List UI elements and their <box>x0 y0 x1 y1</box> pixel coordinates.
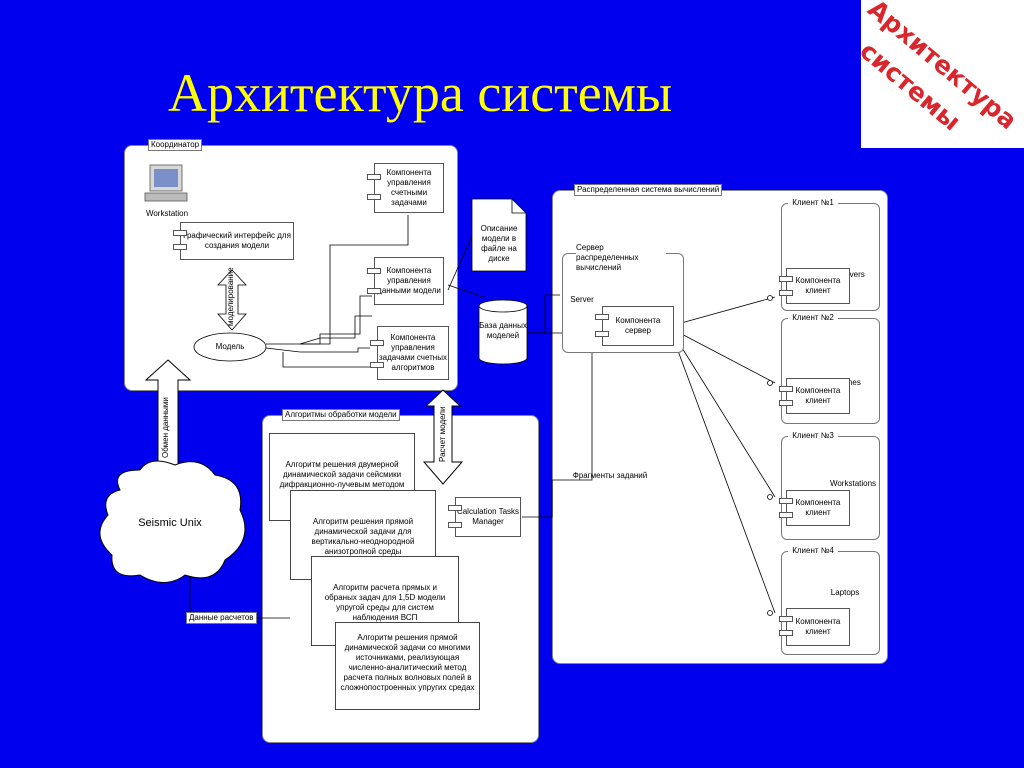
ctm-tab-1 <box>448 505 462 511</box>
client-3-device: Workstations <box>829 479 877 488</box>
workstation-label: Workstation <box>145 209 189 218</box>
client-2-title: Клиент №2 <box>788 313 838 323</box>
algorithms-title: Алгоритмы обработки модели <box>282 409 400 421</box>
server-title: Сервер распределенных вычислений <box>576 243 666 273</box>
client-2-tab-2 <box>779 400 793 406</box>
client-2-tab-1 <box>779 386 793 392</box>
calc-data-label: Данные расчетов <box>186 612 257 624</box>
database-label: База данных моделей <box>479 321 527 340</box>
comp-server-tab-1 <box>595 314 609 320</box>
comp-data[interactable]: Компонента управления данными модели <box>374 257 444 305</box>
gui-tab-2 <box>173 244 187 250</box>
comp-algo-tab-1 <box>370 340 384 346</box>
comp-algo-tab-2 <box>370 362 384 368</box>
client-1-title: Клиент №1 <box>788 198 838 208</box>
client-3-comp[interactable]: Компонента клиент <box>786 490 850 526</box>
exchange-label: Обмен данными <box>161 397 170 458</box>
model-label: Модель <box>215 342 245 351</box>
client-1-comp[interactable]: Компонента клиент <box>786 268 850 304</box>
modeling-label: моделирование <box>226 267 235 326</box>
client-1-device: Servers <box>837 270 865 279</box>
client-4-tab-2 <box>779 630 793 636</box>
comp-data-tab-2 <box>367 288 381 294</box>
comp-tasks-tab-1 <box>367 174 381 180</box>
client-2-comp[interactable]: Компонента клиент <box>786 378 850 414</box>
server-label: Server <box>570 295 594 304</box>
comp-tasks[interactable]: Компонента управления счетными задачами <box>374 163 444 213</box>
client-4-tab-1 <box>779 616 793 622</box>
logo: Архитектура системы <box>861 0 1024 148</box>
client-3-tab-2 <box>779 512 793 518</box>
client-1-tab-2 <box>779 290 793 296</box>
client-3-tab-1 <box>779 498 793 504</box>
comp-tasks-tab-2 <box>367 194 381 200</box>
coordinator-title: Координатор <box>148 139 203 151</box>
client-4-title: Клиент №4 <box>788 546 838 556</box>
client-3-title: Клиент №3 <box>788 431 838 441</box>
comp-algo[interactable]: Компонента управления задачами счетных а… <box>377 326 449 380</box>
ctm-tab-2 <box>448 522 462 528</box>
comp-data-tab-1 <box>367 268 381 274</box>
gui-tab-1 <box>173 230 187 236</box>
calc-model-label: Расчет модели <box>438 406 447 462</box>
algo-4[interactable]: Алгоритм решения прямой динамической зад… <box>335 622 480 710</box>
client-4-device: Laptops <box>830 588 860 597</box>
comp-server[interactable]: Компонента сервер <box>602 306 674 346</box>
client-1-tab-1 <box>779 276 793 282</box>
client-4-comp[interactable]: Компонента клиент <box>786 608 850 646</box>
comp-server-tab-2 <box>595 331 609 337</box>
seismic-label: Seismic Unix <box>138 517 202 529</box>
doc-label: Описание модели в файле на диске <box>480 224 518 263</box>
slide-title: Архитектура системы <box>168 63 673 123</box>
calc-tasks-manager[interactable]: Calculation Tasks Manager <box>455 497 521 537</box>
gui-box[interactable]: Графический интерфейс для создания модел… <box>180 222 294 260</box>
fragments-label: Фрагменты заданий <box>572 471 648 480</box>
distributed-title: Распределенная система вычислений <box>574 184 723 196</box>
